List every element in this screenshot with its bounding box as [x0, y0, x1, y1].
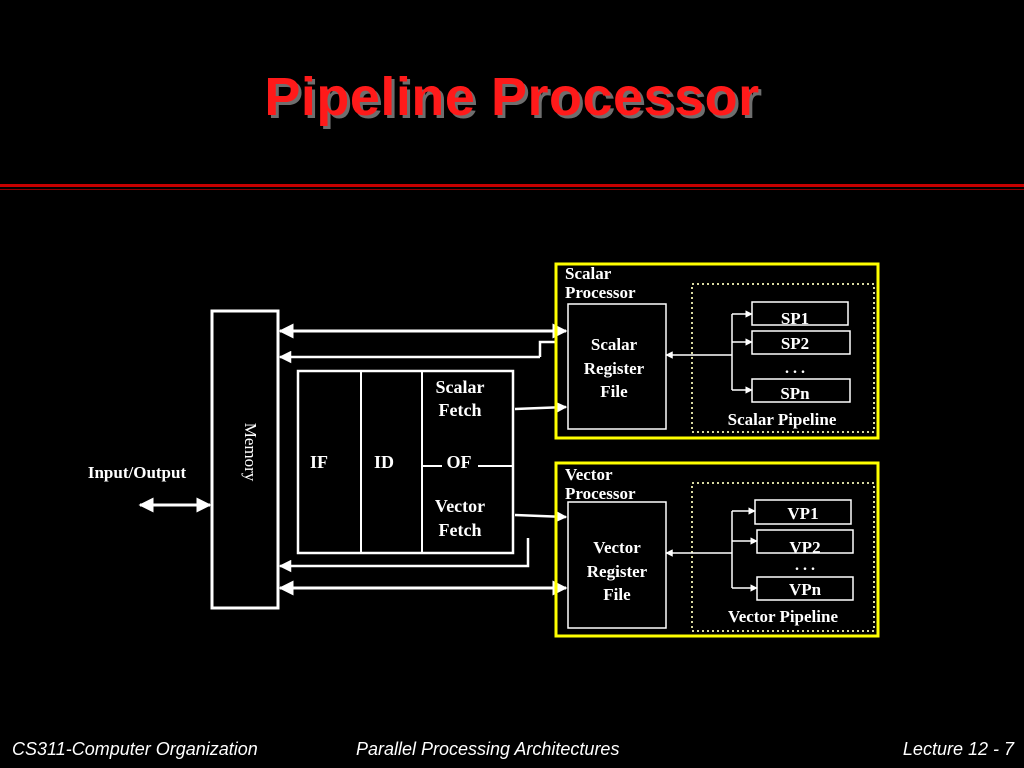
- vector-pipeline-label: Vector Pipeline: [728, 607, 838, 626]
- footer-page-number: Lecture 12 - 7: [902, 739, 1014, 759]
- vector-fetch-arrow: [514, 510, 568, 523]
- vector-register-file-line1: Vector: [593, 538, 641, 557]
- sp2-box: [751, 330, 851, 355]
- scalar-processor-label-line1: Scalar: [565, 264, 612, 283]
- io-label: Input/Output: [88, 463, 187, 482]
- vector-register-file-box: [567, 501, 667, 629]
- scalar-register-file-line3: File: [600, 382, 628, 401]
- sp2-label: SP2: [781, 334, 809, 353]
- vector-processor-label-line1: Vector: [565, 465, 613, 484]
- vector-pipeline-region: [691, 482, 875, 632]
- fetch-unit-box: [296, 369, 515, 555]
- vector-return-arrow: [278, 538, 530, 573]
- spn-label: SPn: [780, 384, 810, 403]
- footer-topic: Parallel Processing Architectures: [356, 739, 620, 759]
- scalar-return-path: [538, 340, 555, 357]
- vector-fetch-line1: Vector: [435, 496, 485, 516]
- vp2-label: VP2: [789, 538, 820, 557]
- stage-if: IF: [310, 452, 328, 472]
- title-divider: [0, 184, 1024, 187]
- scalar-fetch-line2: Fetch: [439, 400, 482, 420]
- vector-processor-label-line2: Processor: [565, 484, 636, 503]
- scalar-processor-label-line2: Processor: [565, 283, 636, 302]
- vector-fetch-line2: Fetch: [439, 520, 482, 540]
- slide-title: Pipeline Processor: [264, 67, 760, 127]
- vector-pipeline-ellipsis: . . .: [795, 557, 815, 574]
- scalar-processor-box: [554, 262, 880, 440]
- vector-processor-box: [554, 461, 880, 638]
- scalar-fetch-line1: Scalar: [436, 377, 485, 397]
- footer-course: CS311-Computer Organization: [12, 739, 258, 759]
- sp1-box: [751, 301, 849, 326]
- vpn-box: [756, 576, 854, 601]
- stage-of: OF: [447, 452, 472, 472]
- vp1-label: VP1: [787, 504, 818, 523]
- vector-register-file-line3: File: [603, 585, 631, 604]
- sp1-label: SP1: [781, 309, 809, 328]
- scalar-pipeline-ellipsis: . . .: [785, 360, 805, 377]
- vp1-box: [754, 499, 852, 525]
- scalar-pipeline-label: Scalar Pipeline: [728, 410, 837, 429]
- vector-register-file-line2: Register: [587, 562, 648, 581]
- scalar-register-file-line1: Scalar: [591, 335, 638, 354]
- scalar-pipeline-region: [691, 283, 875, 433]
- spn-box: [751, 378, 851, 403]
- scalar-fetch-arrow: [514, 401, 568, 414]
- vpn-label: VPn: [789, 580, 822, 599]
- memory-box: [210, 309, 280, 610]
- memory-label: Memory: [241, 423, 260, 482]
- stage-id: ID: [374, 452, 394, 472]
- scalar-register-file-box: [567, 303, 667, 430]
- title-divider-shadow: [0, 189, 1024, 190]
- vp2-box: [756, 529, 854, 554]
- scalar-register-file-line2: Register: [584, 359, 645, 378]
